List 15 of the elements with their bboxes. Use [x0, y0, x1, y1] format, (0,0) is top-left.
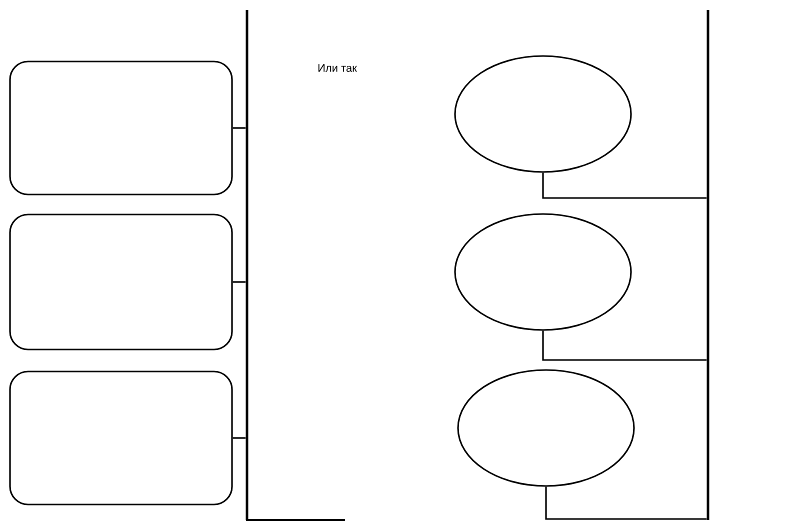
note-text: Или так — [318, 64, 357, 72]
ellipse — [454, 55, 632, 173]
connector-line — [542, 330, 707, 361]
connector-line — [542, 172, 707, 199]
connector-line — [545, 486, 707, 520]
connector-line — [232, 281, 246, 283]
rounded-box — [9, 370, 233, 506]
ellipse — [454, 213, 632, 331]
rounded-box — [9, 214, 233, 350]
vertical-line — [246, 10, 248, 520]
connector-line — [232, 127, 246, 129]
connector-line — [232, 437, 246, 439]
ellipse — [457, 369, 635, 487]
vertical-line — [706, 10, 710, 520]
rounded-box — [9, 60, 233, 196]
